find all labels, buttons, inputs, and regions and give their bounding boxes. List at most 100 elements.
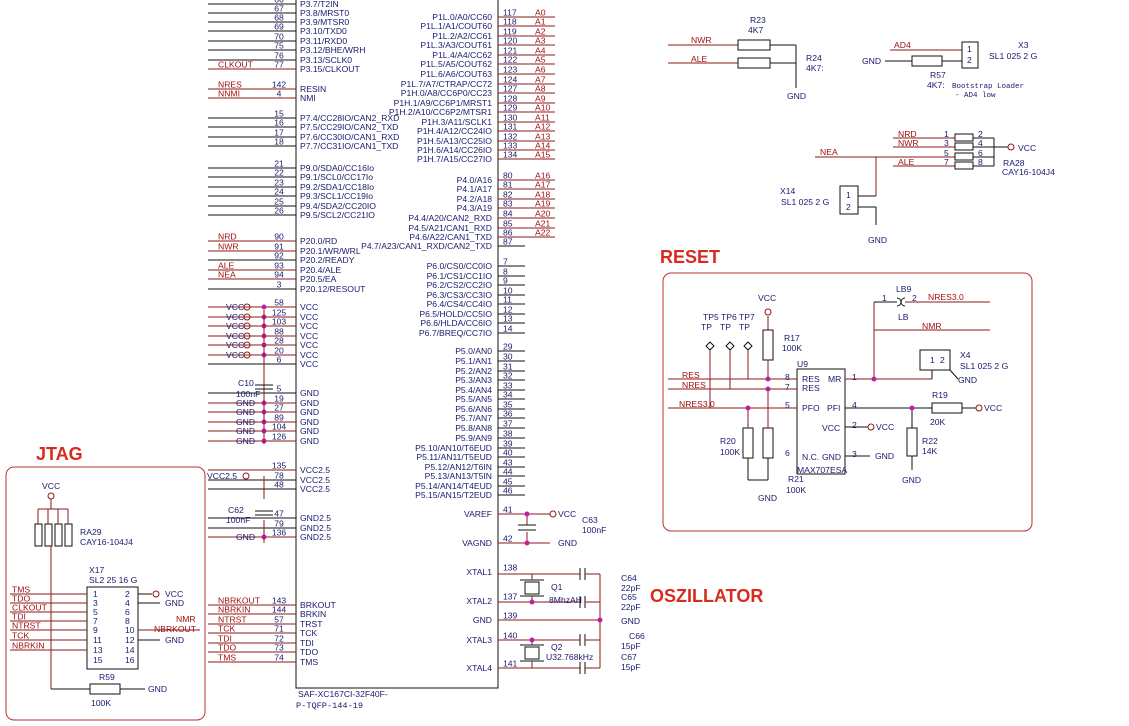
svg-text:NBRKOUT: NBRKOUT — [154, 624, 197, 634]
pin-name: P20.12/RESOUT — [300, 284, 366, 294]
net-label: A21 — [535, 219, 551, 229]
svg-text:8MhzAH: 8MhzAH — [549, 595, 582, 605]
net-label: A19 — [535, 199, 551, 209]
svg-text:C10: C10 — [238, 378, 254, 388]
pin-name: P3.8/MRST0 — [300, 8, 349, 18]
svg-text:6: 6 — [785, 448, 790, 458]
svg-text:13: 13 — [93, 645, 103, 655]
net-label: A22 — [535, 228, 551, 238]
net-label: A0 — [535, 8, 546, 18]
pin-name: P5.2/AN2 — [455, 366, 492, 376]
pin-number: 82 — [503, 190, 513, 200]
pin-name: P5.7/AN7 — [455, 413, 492, 423]
svg-text:Q1: Q1 — [551, 582, 563, 592]
pin-number: 44 — [503, 467, 513, 477]
net-label: A15 — [535, 150, 551, 160]
pin-name: GND — [300, 417, 319, 427]
pin-name: P20.0/RD — [300, 236, 337, 246]
svg-text:GND: GND — [902, 475, 921, 485]
pin-name: P5.12/AN12/T6IN — [425, 462, 492, 472]
pin-number: 19 — [274, 394, 284, 404]
pin-name: VCC2.5 — [300, 475, 330, 485]
pin-number: 5 — [277, 384, 282, 394]
svg-text:2: 2 — [852, 420, 857, 430]
mcu-part: SAF-XC167CI-32F40F- — [298, 689, 388, 699]
pin-number: 15 — [274, 109, 284, 119]
pin-number: 93 — [274, 261, 284, 271]
pin-name: P5.10/AN10/T6EUD — [415, 443, 492, 453]
pin-number: 46 — [503, 486, 513, 496]
svg-text:5: 5 — [785, 400, 790, 410]
oscillator-title: OSZILLATOR — [650, 586, 763, 606]
svg-text:VCC: VCC — [984, 403, 1002, 413]
svg-text:NMR: NMR — [922, 321, 942, 331]
net-label: A4 — [535, 46, 546, 56]
svg-text:NWR: NWR — [691, 35, 712, 45]
svg-text:R57: R57 — [930, 70, 946, 80]
svg-text:8: 8 — [785, 372, 790, 382]
pin-name: P9.0/SDA0/CC16Io — [300, 163, 374, 173]
svg-text:GND: GND — [621, 616, 640, 626]
svg-text:100nF: 100nF — [226, 515, 250, 525]
svg-text:100nF: 100nF — [582, 525, 606, 535]
pin-name: P1H.5/A13/CC25IO — [417, 136, 492, 146]
net-label: NTRST — [12, 621, 41, 631]
svg-text:CAY16-104J4: CAY16-104J4 — [80, 537, 133, 547]
pin-number: 135 — [272, 461, 287, 471]
svg-text:2: 2 — [967, 55, 972, 65]
pin-name: P4.6/A22/CAN1_TXD — [409, 232, 492, 242]
pin-name: GND — [300, 388, 319, 398]
pin-number: 24 — [274, 187, 284, 197]
svg-text:3: 3 — [852, 449, 857, 459]
pin-number: 10 — [503, 286, 513, 296]
pin-name: VCC2.5 — [300, 465, 330, 475]
resistor-r24 — [737, 57, 771, 69]
pin-name: VCC — [300, 331, 318, 341]
pin-number: 16 — [274, 118, 284, 128]
jtag-signal: TDO — [10, 594, 87, 604]
pin-number: 57 — [274, 615, 284, 625]
pin-number: 90 — [274, 232, 284, 242]
svg-text:1: 1 — [882, 293, 887, 303]
net-label: GND — [236, 436, 255, 446]
mcu-left-pin: 66P3.7/T2IN — [208, 0, 339, 9]
svg-text:2: 2 — [978, 129, 983, 139]
pin-number: 29 — [503, 342, 513, 352]
pin-number: 66 — [274, 0, 284, 5]
svg-text:X3: X3 — [1018, 40, 1029, 50]
net-label: GND — [236, 417, 255, 427]
pin-name: P3.9/MTSR0 — [300, 17, 349, 27]
pin-number: 86 — [503, 228, 513, 238]
svg-text:20K: 20K — [930, 417, 946, 427]
pin-number: 45 — [503, 477, 513, 487]
pin-name: P4.4/A20/CAN2_RXD — [408, 213, 492, 223]
svg-text:10: 10 — [125, 625, 135, 635]
pin-name: P20.4/ALE — [300, 265, 341, 275]
pin-number: 136 — [272, 528, 287, 538]
mcu-body — [295, 0, 499, 689]
net-label: VCC — [226, 312, 244, 322]
